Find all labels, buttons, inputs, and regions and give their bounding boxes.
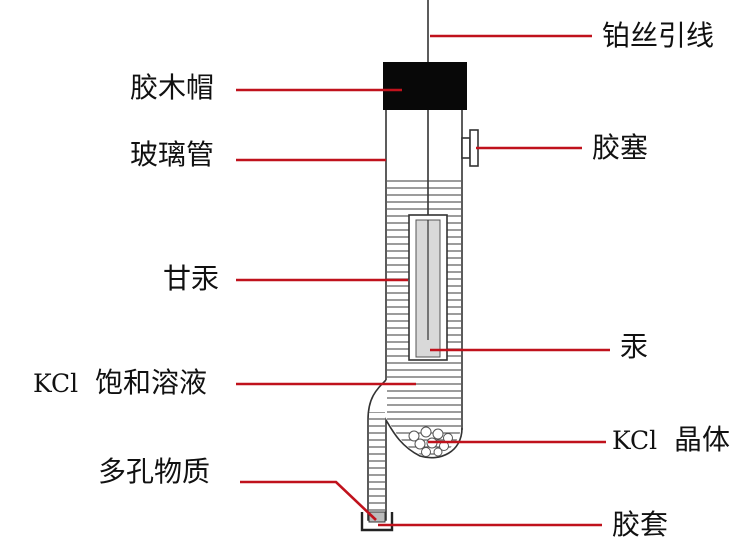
label-porous-material: 多孔物质: [98, 455, 211, 488]
label-glass-tube: 玻璃管: [130, 138, 215, 171]
side-tube-solution-fill: [369, 412, 385, 518]
kcl-crystals: [408, 426, 453, 457]
label-mercury: 汞: [620, 330, 649, 363]
porous-plug: [368, 511, 386, 523]
rubber-sleeve-shape: [360, 512, 394, 532]
label-calomel: 甘汞: [163, 262, 220, 295]
label-rubber-cork: 胶木帽: [130, 71, 215, 104]
label-kcl-crystal-text: 晶体: [674, 423, 731, 456]
label-kcl-solution-prefix: KCl: [33, 369, 79, 398]
leader-porous-material: [240, 480, 377, 521]
rubber-cork-cap: [383, 62, 467, 110]
label-kcl-solution: KCl 饱和溶液: [33, 366, 207, 401]
lower-bulb-outline: [367, 379, 463, 521]
label-rubber-plug: 胶塞: [592, 131, 649, 164]
label-platinum-lead: 铂丝引线: [602, 19, 715, 52]
side-rubber-plug: [461, 129, 479, 167]
label-kcl-crystal: KCl 晶体: [612, 423, 730, 458]
label-kcl-solution-text: 饱和溶液: [95, 366, 208, 399]
label-rubber-sleeve: 胶套: [612, 508, 669, 541]
leader-lines: [236, 34, 610, 527]
label-kcl-crystal-prefix: KCl: [612, 426, 658, 455]
